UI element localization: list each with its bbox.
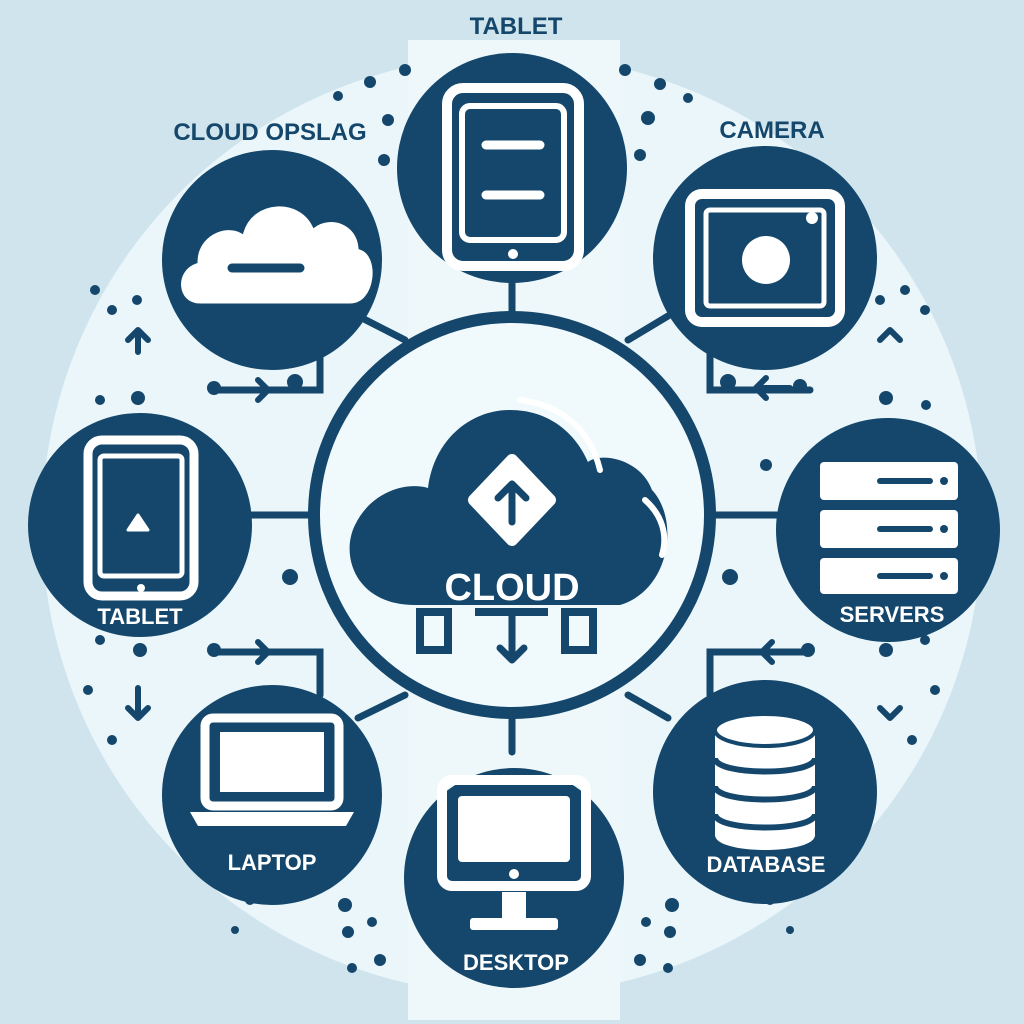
database-icon <box>712 712 818 850</box>
connector-camera <box>624 312 814 394</box>
dotted-orbit <box>83 64 940 973</box>
server-rack-icon <box>820 462 958 594</box>
connector-database <box>624 648 814 722</box>
up-chevron-icon-right <box>877 327 903 343</box>
node-tablet-top: TABLET <box>397 13 627 283</box>
center-label: CLOUD <box>444 567 579 609</box>
down-arrow-icon-left <box>125 685 151 721</box>
node-database: DATABASE <box>653 680 877 904</box>
label-database: DATABASE <box>707 852 826 877</box>
node-camera: CAMERA <box>653 117 877 370</box>
connector-laptop <box>211 648 409 722</box>
down-arrow-icon <box>496 608 528 664</box>
connectors <box>211 278 814 756</box>
center-hub: CLOUD <box>308 311 716 719</box>
cloud-icon <box>178 203 376 307</box>
down-chevron-icon-right <box>877 705 903 721</box>
label-desktop: DESKTOP <box>463 950 569 975</box>
label-camera: CAMERA <box>719 117 824 144</box>
up-arrow-icon-left <box>125 327 151 355</box>
label-servers: SERVERS <box>840 602 945 627</box>
label-tablet-left: TABLET <box>97 604 183 629</box>
label-laptop: LAPTOP <box>228 850 317 875</box>
laptop-icon <box>190 713 354 826</box>
node-laptop: LAPTOP <box>162 685 382 905</box>
node-servers: SERVERS <box>776 418 1000 642</box>
label-cloud-storage: CLOUD OPSLAG <box>173 119 366 146</box>
node-desktop: DESKTOP <box>404 768 624 988</box>
camera-icon <box>685 189 845 327</box>
node-cloud-storage: CLOUD OPSLAG <box>162 119 382 370</box>
upload-diamond-icon <box>468 454 556 546</box>
label-tablet-top: TABLET <box>470 13 563 40</box>
node-tablet-left: TABLET <box>28 413 252 637</box>
desktop-monitor-icon <box>437 775 591 930</box>
tablet-icon <box>83 435 199 601</box>
play-triangle-icon <box>126 513 150 532</box>
tablet-icon <box>442 83 584 271</box>
